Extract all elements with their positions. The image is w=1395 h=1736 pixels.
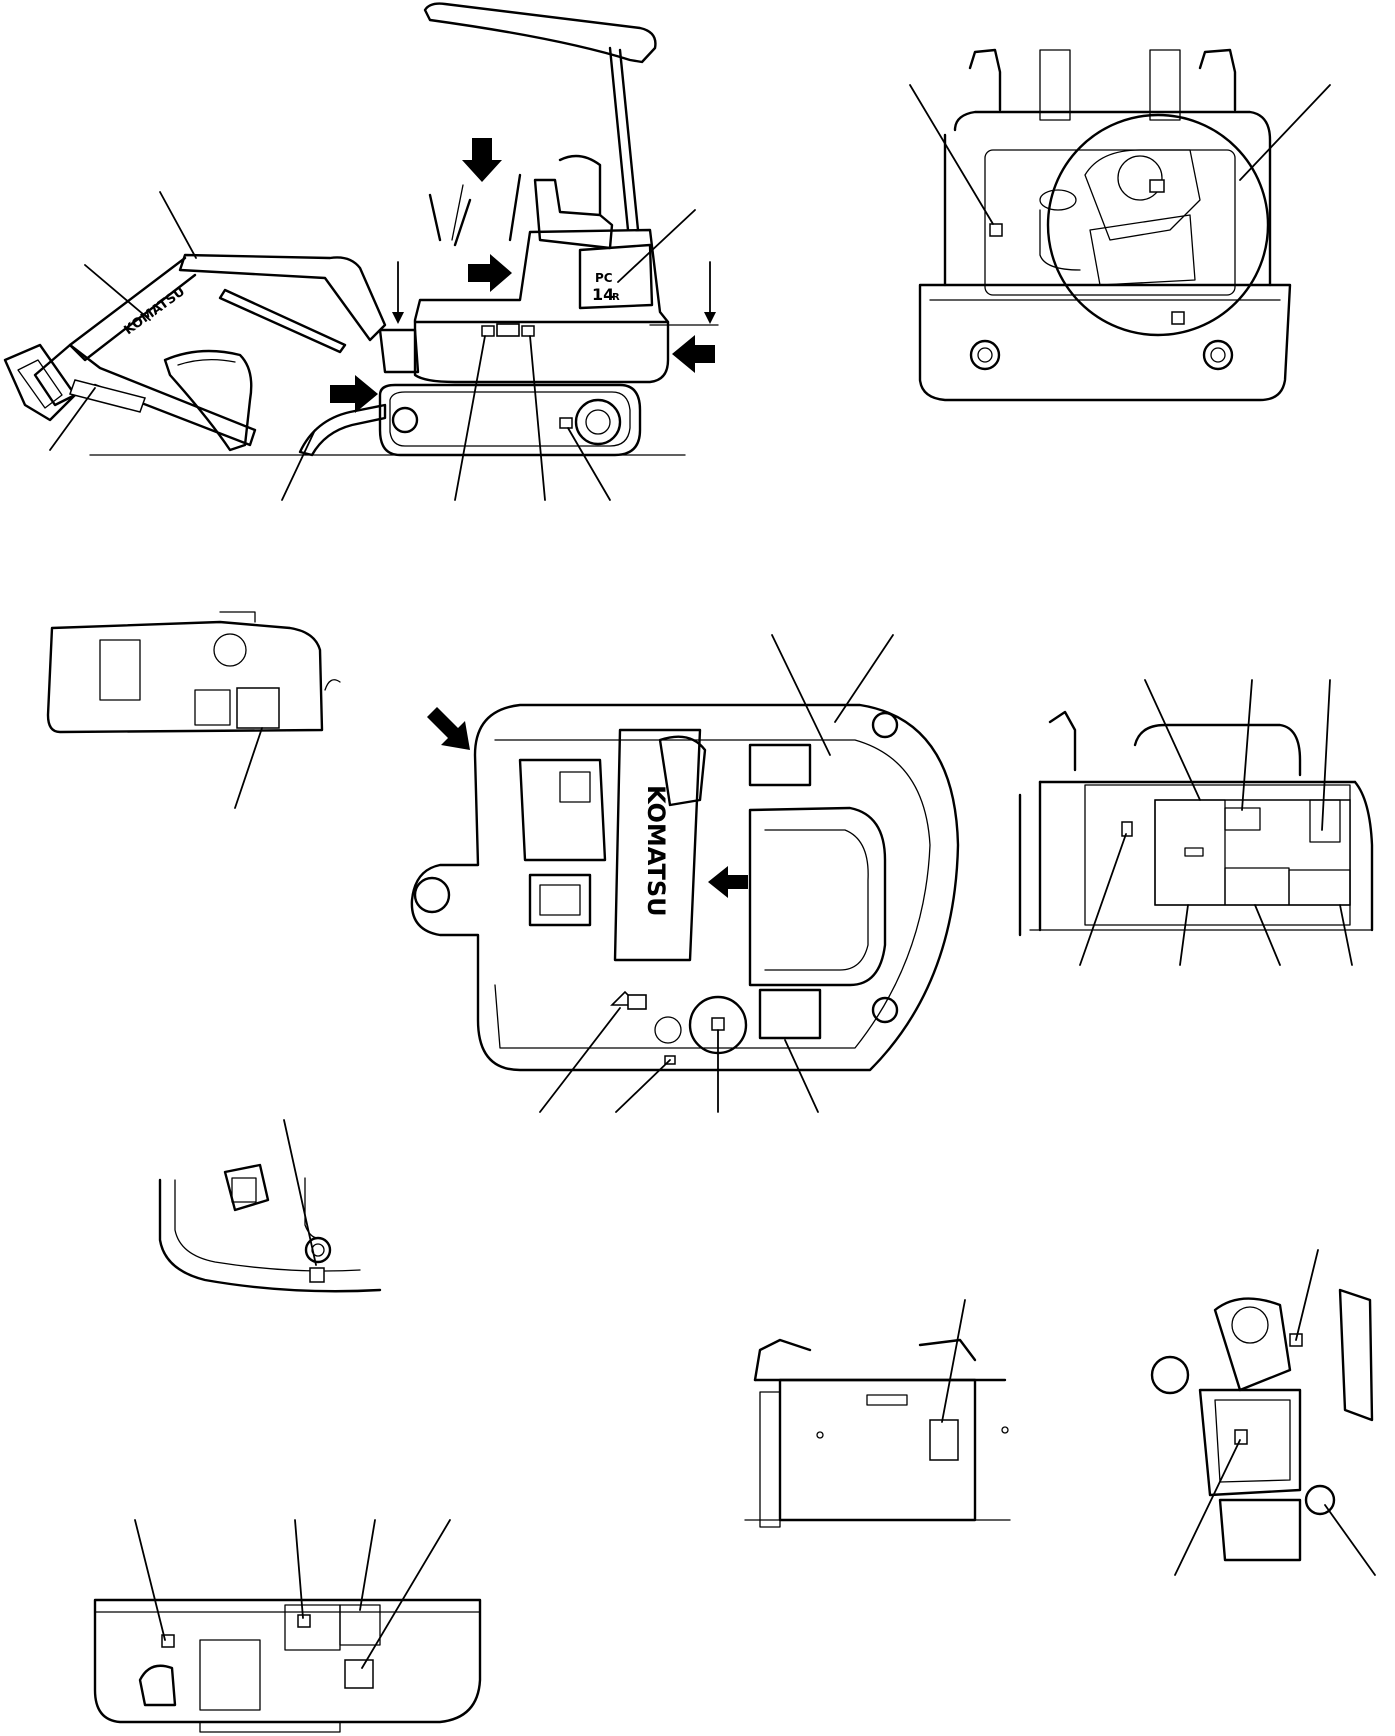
leader-line xyxy=(1241,679,1253,811)
leader-line xyxy=(941,1299,966,1423)
rear-engine-view xyxy=(909,48,1331,402)
leader-line xyxy=(234,727,263,809)
floor-decal xyxy=(309,1267,325,1283)
leader-line xyxy=(1254,904,1281,966)
leader-line xyxy=(281,429,316,501)
view-arrow-cab xyxy=(468,254,512,292)
leader-line xyxy=(909,84,994,225)
side-decal-1 xyxy=(481,325,495,337)
leader-line xyxy=(784,1039,819,1113)
leader-line xyxy=(1144,679,1201,801)
leader-line xyxy=(1339,904,1353,966)
view-arrow-track xyxy=(330,375,378,413)
view-arrow-console xyxy=(708,866,748,898)
engine-detail-view xyxy=(1150,1249,1376,1576)
right-cover-view xyxy=(1018,679,1374,966)
rear-decal-1 xyxy=(989,223,1003,237)
leader-line xyxy=(283,1119,317,1266)
leader-line xyxy=(84,264,151,321)
leader-line xyxy=(615,1059,671,1113)
leader-line xyxy=(359,1519,376,1611)
track-decal xyxy=(559,417,573,429)
leader-line xyxy=(539,1007,621,1113)
cover-panel-view xyxy=(744,1299,1011,1528)
leader-line xyxy=(294,1519,304,1619)
left-cover-view xyxy=(46,611,341,809)
leader-line xyxy=(529,335,546,501)
bottom-decal-3 xyxy=(344,1659,374,1689)
leader-line xyxy=(134,1519,166,1641)
floor-corner-view xyxy=(158,1119,382,1293)
leader-line xyxy=(1179,904,1189,966)
engine-detail-circle xyxy=(1046,113,1270,337)
leader-line xyxy=(159,191,197,259)
leader-line xyxy=(1079,833,1127,966)
view-arrow-top xyxy=(462,138,502,182)
leader-line xyxy=(1174,1439,1241,1576)
operator-top-view: KOMATSU xyxy=(410,634,960,1113)
boom-brand-text: KOMATSU xyxy=(122,284,189,338)
side-decal-2 xyxy=(496,323,520,337)
leader-line xyxy=(1321,679,1331,831)
view-arrow-corner xyxy=(427,707,470,750)
arm-decal xyxy=(69,379,146,413)
model-number: 14 xyxy=(592,285,614,304)
top-decal-1 xyxy=(627,994,647,1010)
leader-line xyxy=(361,1519,451,1669)
engine-decal xyxy=(1149,179,1165,193)
rear-decal-2 xyxy=(1171,311,1185,325)
bottom-cover-view xyxy=(93,1519,482,1733)
cap-decal xyxy=(711,1017,725,1031)
engine-label-side xyxy=(1234,1429,1248,1445)
side-decal-3 xyxy=(521,325,535,337)
right-panel-decal xyxy=(1154,799,1351,906)
leader-line xyxy=(567,427,611,501)
right-decal-side xyxy=(1121,821,1133,837)
bottom-decal-2 xyxy=(297,1614,311,1628)
leader-line xyxy=(834,634,894,723)
model-suffix: R xyxy=(612,292,620,303)
leader-line xyxy=(49,387,96,451)
leader-line xyxy=(1295,1249,1319,1341)
leader-line xyxy=(617,209,696,283)
left-cover-decal xyxy=(236,687,280,729)
leader-line xyxy=(771,634,831,756)
cover-panel-decal xyxy=(929,1419,959,1461)
machine-side-view: PC 14 R KOMATSU xyxy=(3,2,719,501)
leader-line xyxy=(1239,84,1331,181)
leader-line xyxy=(454,335,486,501)
view-arrow-rear xyxy=(672,335,715,373)
model-label: PC xyxy=(595,271,613,285)
leader-line xyxy=(1324,1504,1376,1576)
top-brand-text: KOMATSU xyxy=(642,785,670,917)
